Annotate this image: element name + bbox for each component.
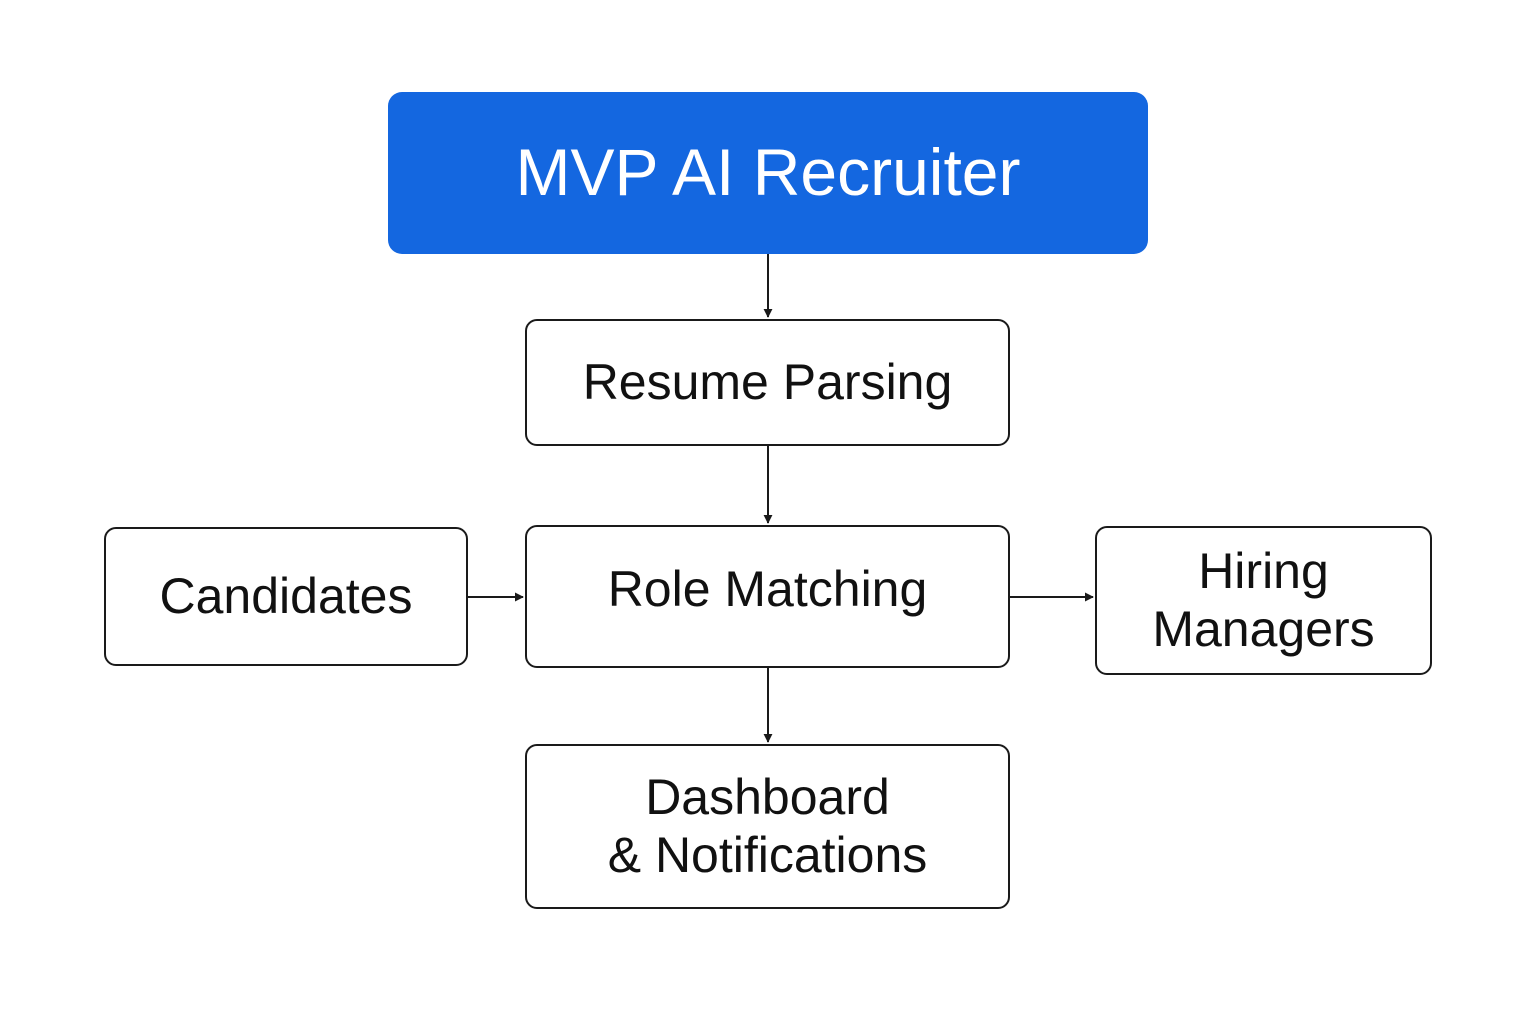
node-resume-parsing: Resume Parsing <box>525 319 1010 446</box>
node-dashboard-notifications-label: Dashboard & Notifications <box>607 769 928 883</box>
node-mvp-ai-recruiter: MVP AI Recruiter <box>388 92 1148 254</box>
node-mvp-ai-recruiter-label: MVP AI Recruiter <box>515 135 1021 210</box>
node-candidates: Candidates <box>104 527 468 666</box>
node-dashboard-notifications: Dashboard & Notifications <box>525 744 1010 909</box>
node-resume-parsing-label: Resume Parsing <box>582 353 953 410</box>
node-role-matching: Role Matching <box>525 525 1010 668</box>
node-candidates-label: Candidates <box>159 567 413 624</box>
node-hiring-managers: Hiring Managers <box>1095 526 1432 675</box>
node-role-matching-label: Role Matching <box>607 560 928 617</box>
node-hiring-managers-label: Hiring Managers <box>1152 543 1375 657</box>
